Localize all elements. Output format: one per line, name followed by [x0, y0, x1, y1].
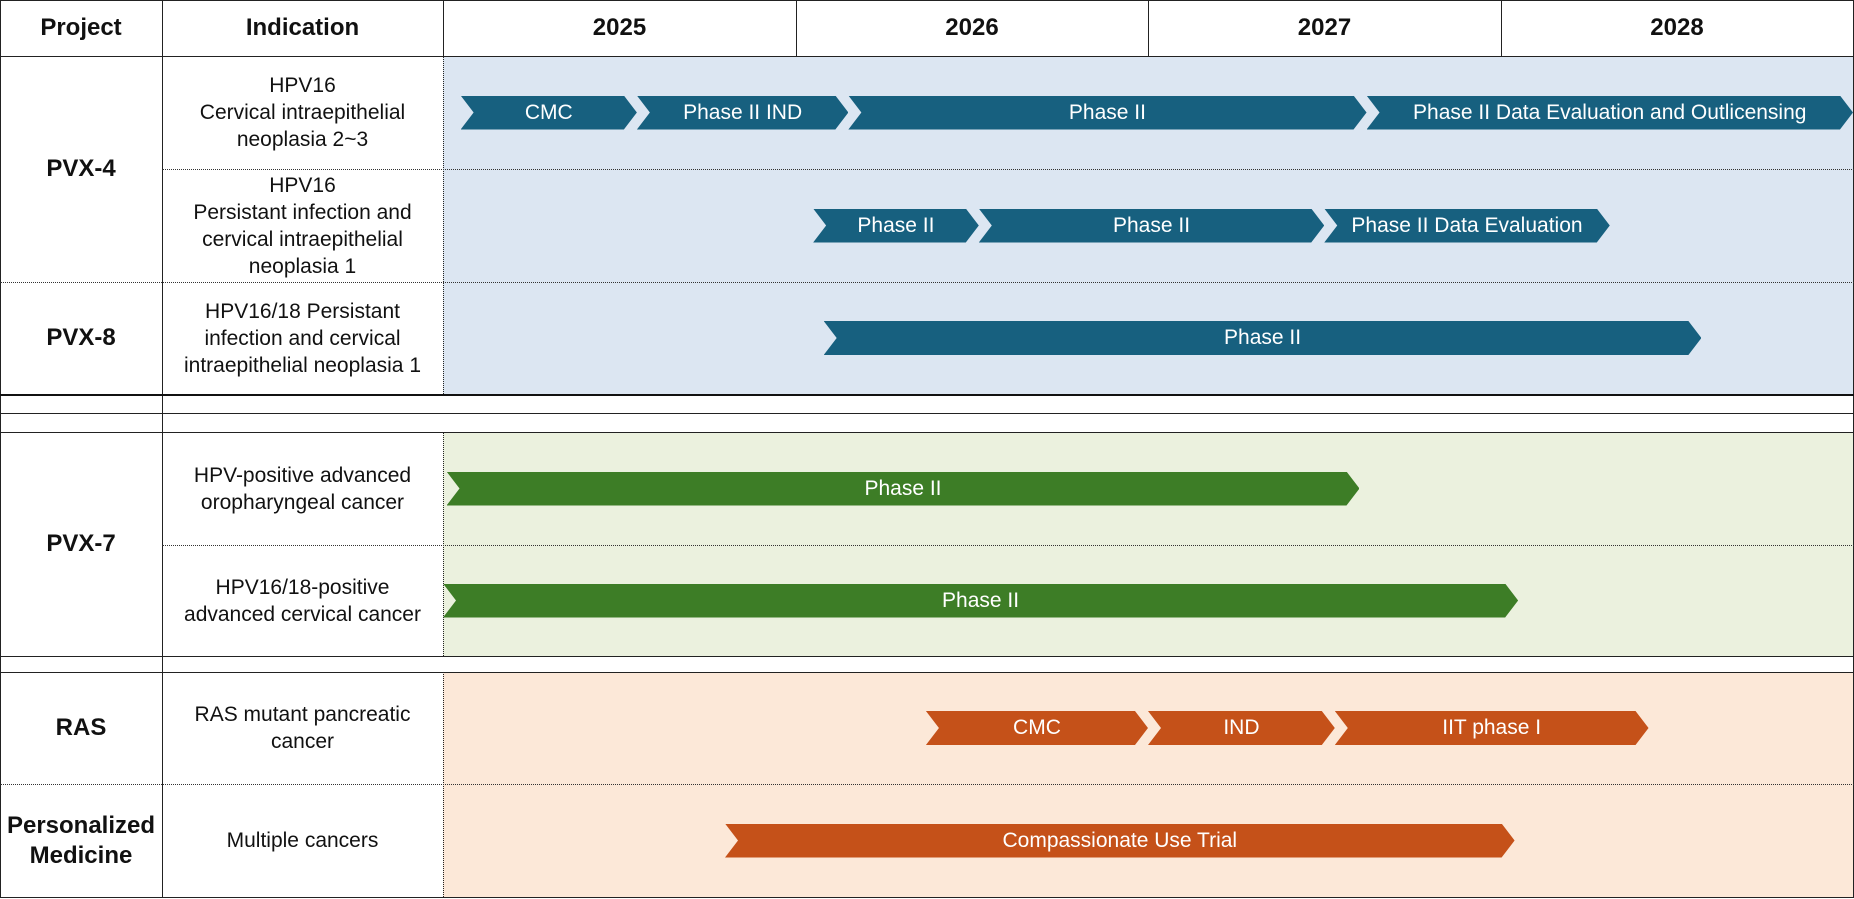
indication-label: HPV16 Cervical intraepithelial neoplasia… — [199, 74, 406, 151]
grid-line — [0, 282, 1854, 283]
grid-line — [1148, 0, 1149, 56]
indication-label: HPV16/18 Persistant infection and cervic… — [184, 299, 421, 377]
header-indication: Indication — [245, 14, 360, 41]
phase-bar: Phase II Data Evaluation and Outlicensin… — [1367, 96, 1853, 130]
grid-line — [0, 56, 1854, 57]
phase-bar-label: Phase II IND — [683, 100, 803, 124]
indication-label: RAS mutant pancreatic cancer — [194, 703, 411, 753]
phase-bar-label: CMC — [1013, 716, 1061, 739]
grid-line — [443, 0, 444, 56]
grid-line — [162, 169, 1854, 170]
project-label: Personalized Medicine — [6, 811, 156, 869]
phase-bar: Phase II — [824, 321, 1702, 355]
grid-line — [0, 672, 1854, 673]
header-year-2025: 2025 — [592, 14, 647, 41]
grid-line — [0, 897, 1854, 898]
grid-line — [162, 56, 163, 897]
phase-bar-label: CMC — [524, 100, 573, 124]
grid-line — [0, 413, 1854, 414]
phase-bar-label: Phase II — [1224, 326, 1302, 349]
grid-line — [0, 432, 1854, 433]
indication-label: HPV16 Persistant infection and cervical … — [193, 173, 412, 278]
grid-line — [0, 784, 1854, 785]
grid-line — [796, 0, 797, 56]
header-year-2028: 2028 — [1650, 14, 1704, 41]
phase-bar: Phase II IND — [637, 96, 849, 130]
grid-line — [1501, 0, 1502, 56]
phase-bar: Phase II — [979, 209, 1324, 243]
phase-bar: Phase II — [813, 209, 979, 243]
project-label: PVX-8 — [46, 324, 116, 351]
phase-bar: CMC — [926, 711, 1148, 745]
grid-line — [0, 656, 1854, 657]
indication-label: Multiple cancers — [226, 829, 379, 852]
phase-bar: CMC — [461, 96, 637, 130]
phase-bar: Phase II — [443, 584, 1518, 618]
phase-bar-label: Phase II — [864, 476, 942, 500]
phase-bar-label: Phase II Data Evaluation and Outlicensin… — [1413, 100, 1807, 124]
indication-label: HPV-positive advanced oropharyngeal canc… — [193, 463, 412, 514]
grid-line — [0, 394, 1854, 396]
grid-line — [443, 56, 444, 394]
phase-bar: IND — [1148, 711, 1335, 745]
phase-bar-label: Compassionate Use Trial — [1002, 828, 1238, 852]
phase-bar-label: Phase II — [942, 588, 1020, 612]
project-label: PVX-4 — [46, 155, 116, 182]
grid-line — [0, 0, 1854, 1]
phase-bar-label: Phase II — [857, 213, 935, 237]
phase-bar-label: Phase II — [1112, 213, 1191, 237]
grid-line — [0, 0, 1, 897]
grid-line — [162, 0, 163, 56]
phase-bar-label: IIT phase I — [1442, 716, 1542, 739]
project-label: PVX-7 — [46, 530, 116, 557]
phase-bar: IIT phase I — [1335, 711, 1649, 745]
project-label: RAS — [55, 714, 107, 741]
grid-line — [443, 432, 444, 656]
grid-line — [162, 545, 1854, 546]
phase-bar-label: Phase II — [1068, 100, 1146, 124]
phase-bar-label: IND — [1223, 716, 1260, 739]
phase-bar: Compassionate Use Trial — [725, 824, 1515, 858]
phase-bar: Phase II — [848, 96, 1366, 130]
indication-label: HPV16/18-positive advanced cervical canc… — [184, 575, 421, 626]
header-project: Project — [40, 14, 122, 41]
header-year-2026: 2026 — [945, 14, 999, 41]
phase-bar: Phase II Data Evaluation — [1324, 209, 1610, 243]
phase-bar-label: Phase II Data Evaluation — [1351, 213, 1583, 237]
timeline-band — [443, 432, 1854, 656]
phase-bar: Phase II — [447, 472, 1360, 506]
header-year-2027: 2027 — [1297, 14, 1352, 41]
